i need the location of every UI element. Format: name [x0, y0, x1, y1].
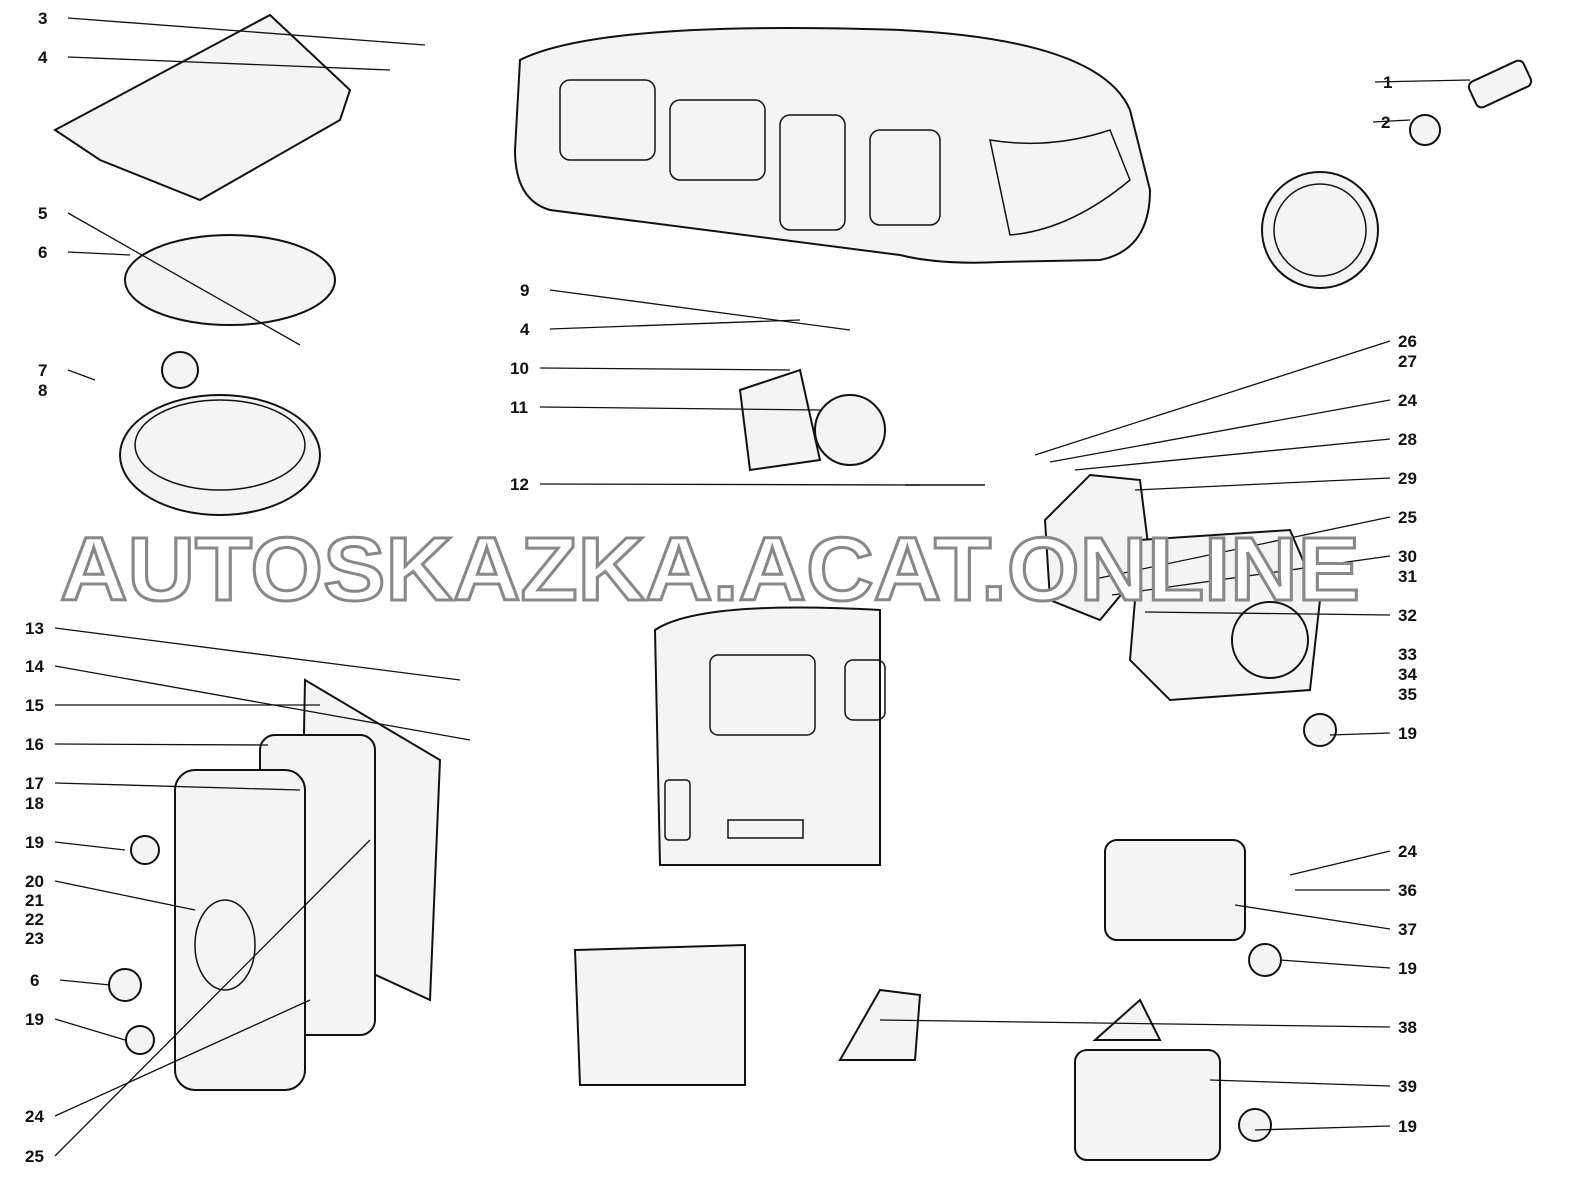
leader-line	[539, 483, 921, 486]
leader-line	[1209, 1079, 1391, 1087]
leader-line	[67, 369, 96, 381]
bulbs	[108, 713, 1337, 1142]
callout-label: 5	[38, 204, 48, 223]
callout-label: 22	[25, 910, 44, 929]
leader-line	[1279, 959, 1391, 969]
callout-label: 32	[1398, 606, 1417, 625]
leader-line	[54, 665, 471, 741]
leader-line	[539, 406, 821, 411]
callout-label: 25	[1398, 508, 1417, 527]
socket	[738, 368, 985, 486]
callout-label: 37	[1398, 920, 1417, 939]
leader-line	[1049, 399, 1391, 463]
callout-label: 13	[25, 619, 44, 638]
callout-label: 19	[1398, 1117, 1417, 1136]
leader-line	[1134, 477, 1391, 491]
callout-label: 19	[25, 1010, 44, 1029]
van-rear-view	[653, 606, 886, 866]
callout-label: 4	[520, 320, 530, 339]
leader-line	[67, 212, 301, 346]
callout-label: 24	[1398, 842, 1417, 861]
leader-line	[1074, 438, 1391, 471]
callout-label: 19	[1398, 724, 1417, 743]
leader-line	[879, 1019, 1391, 1028]
callout-label: 36	[1398, 881, 1417, 900]
callout-label: 21	[25, 891, 44, 910]
callout-label: 12	[510, 475, 529, 494]
leader-line	[54, 999, 311, 1117]
callout-label: 15	[25, 696, 44, 715]
leader-line	[54, 743, 269, 746]
callout-label: 10	[510, 359, 529, 378]
callout-label: 28	[1398, 430, 1417, 449]
dome-lamp	[53, 13, 352, 516]
callout-label: 6	[30, 971, 40, 990]
callout-label: 25	[25, 1147, 44, 1166]
callout-label: 2	[1381, 113, 1391, 132]
callout-label: 19	[1398, 959, 1417, 978]
fog-lamps	[573, 839, 1246, 1161]
callout-label: 34	[1398, 665, 1417, 684]
leader-lines	[54, 17, 1471, 1157]
callout-label: 11	[510, 398, 528, 417]
callout-label: 24	[1398, 391, 1417, 410]
callout-label: 29	[1398, 469, 1417, 488]
callout-label: 35	[1398, 685, 1417, 704]
callout-label: 9	[520, 281, 530, 300]
leader-line	[1374, 79, 1471, 83]
callout-label: 4	[38, 48, 48, 67]
leader-line	[54, 880, 196, 911]
callout-label: 7	[38, 361, 48, 380]
callout-label: 8	[38, 381, 48, 400]
leader-line	[1111, 555, 1391, 596]
callout-label: 30	[1398, 547, 1417, 566]
leader-line	[1289, 850, 1391, 876]
leader-line	[54, 627, 461, 681]
leader-line	[1089, 516, 1391, 581]
leader-line	[1144, 611, 1391, 616]
callout-label: 26	[1398, 332, 1417, 351]
gauge	[1261, 59, 1533, 289]
leader-line	[67, 56, 391, 71]
callout-label: 33	[1398, 645, 1417, 664]
leader-line	[54, 1018, 126, 1041]
callout-label: 19	[25, 833, 44, 852]
leader-line	[549, 289, 851, 331]
callout-label: 14	[25, 657, 44, 676]
callout-label: 18	[25, 794, 44, 813]
van-side-view	[513, 27, 1152, 264]
callout-label: 27	[1398, 352, 1417, 371]
callout-label: 6	[38, 243, 48, 262]
leader-line	[54, 841, 126, 851]
callout-label: 20	[25, 872, 44, 891]
callout-label: 39	[1398, 1077, 1417, 1096]
leader-line	[67, 17, 426, 46]
leader-line	[1372, 119, 1411, 123]
leader-line	[539, 367, 791, 371]
leader-line	[1034, 340, 1391, 456]
callout-label: 38	[1398, 1018, 1417, 1037]
callout-label: 24	[25, 1107, 44, 1126]
leader-line	[54, 839, 371, 1157]
leader-line	[59, 979, 111, 986]
leader-line	[549, 319, 801, 330]
callout-label: 31	[1398, 567, 1417, 586]
leader-line	[1329, 732, 1391, 736]
callout-label: 1	[1383, 73, 1393, 92]
leader-line	[54, 782, 301, 791]
tail-lamp-left	[174, 678, 442, 1091]
callout-label: 23	[25, 929, 44, 948]
leader-line	[67, 251, 131, 256]
callout-label: 16	[25, 735, 44, 754]
leader-line	[1254, 1125, 1391, 1131]
callout-label: 3	[38, 9, 48, 28]
watermark: AUTOSKAZKA.ACAT.ONLINE	[60, 520, 1360, 620]
leader-line	[1234, 904, 1391, 930]
callout-label: 17	[25, 774, 44, 793]
